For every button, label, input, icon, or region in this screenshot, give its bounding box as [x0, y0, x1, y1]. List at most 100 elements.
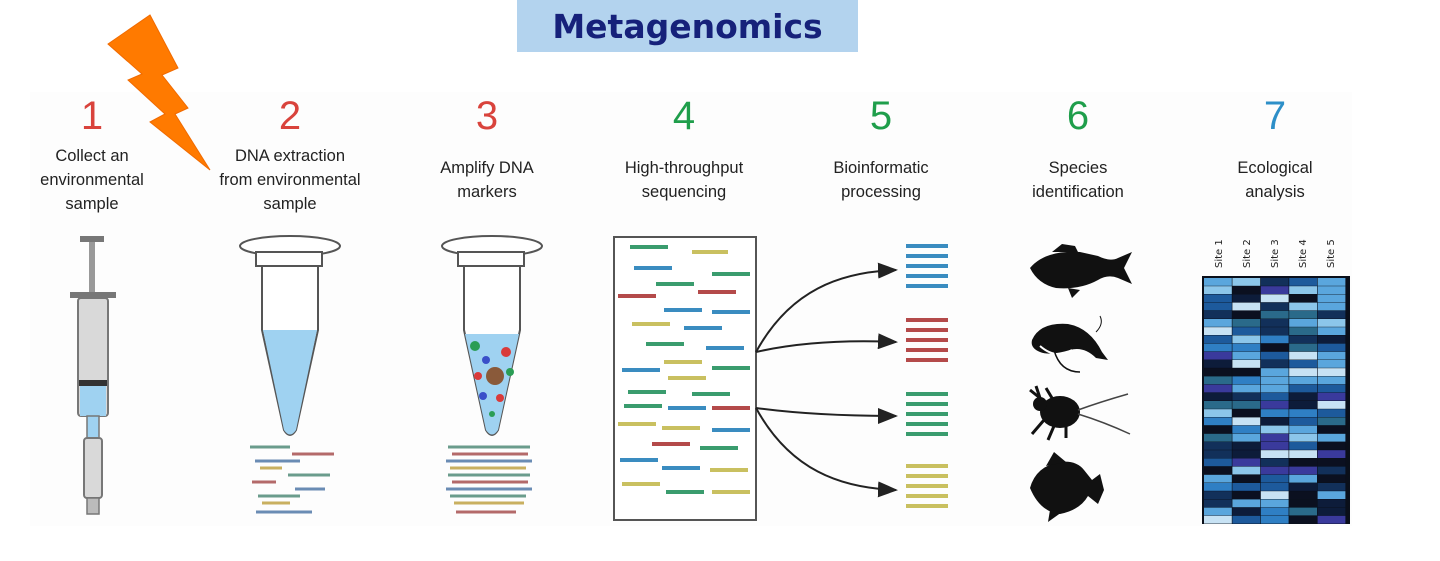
heatmap-cell [1232, 360, 1261, 368]
heatmap-cell [1204, 483, 1232, 491]
heatmap-cell [1289, 360, 1317, 368]
heatmap-cell [1232, 515, 1261, 524]
heatmap-cell [1317, 310, 1346, 319]
heatmap-cell [1204, 286, 1232, 294]
heatmap-cell [1260, 327, 1289, 335]
page-title: Metagenomics [552, 6, 823, 46]
heatmap-cell [1289, 442, 1317, 450]
heatmap-cell [1260, 442, 1289, 450]
heatmap-cell [1317, 450, 1346, 458]
heatmap-cell [1260, 286, 1289, 294]
heatmap-cell [1289, 507, 1317, 516]
heatmap-cell [1232, 417, 1261, 426]
heatmap-cell [1204, 450, 1232, 458]
heatmap-cell [1204, 491, 1232, 499]
lightning-bolt-icon [107, 14, 211, 171]
heatmap-cell [1204, 302, 1232, 311]
step-number: 5 [869, 94, 893, 138]
heatmap-cell [1260, 474, 1289, 483]
heatmap-cell [1204, 417, 1232, 426]
heatmap-cells [1204, 278, 1346, 524]
heatmap-cell [1317, 294, 1346, 303]
heatmap-cell [1232, 499, 1261, 508]
dna-fragments-icon [250, 445, 334, 514]
heatmap-cell [1232, 401, 1261, 409]
heatmap-cell [1232, 491, 1261, 499]
heatmap-column-labels: Site 1 Site 2 Site 3 Site 4 Site 5 [1214, 239, 1337, 268]
heatmap-cell [1260, 491, 1289, 499]
heatmap-cell [1260, 417, 1289, 426]
heatmap-cell [1204, 360, 1232, 368]
heatmap-cell [1232, 450, 1261, 458]
heatmap-cell [1232, 442, 1261, 450]
heatmap-cell [1289, 466, 1317, 475]
crab-icon [1029, 385, 1131, 441]
heatmap-cell [1204, 319, 1232, 327]
heatmap-column-label: Site 2 [1242, 239, 1253, 268]
heatmap-cell [1289, 425, 1317, 434]
amplified-fragments-icon [446, 445, 532, 514]
processing-arrows-icon [755, 262, 898, 498]
step-number: 4 [672, 94, 696, 138]
heatmap-cell [1289, 376, 1317, 385]
heatmap-cell [1260, 360, 1289, 368]
heatmap-cell [1289, 278, 1317, 286]
heatmap-cell [1317, 319, 1346, 327]
heatmap-cell [1317, 401, 1346, 409]
heatmap-cell [1289, 483, 1317, 491]
fish-icon [1030, 452, 1104, 522]
heatmap-cell [1260, 458, 1289, 467]
heatmap-cell [1260, 343, 1289, 352]
tube-extraction-icon [239, 235, 341, 436]
heatmap-cell [1289, 286, 1317, 294]
heatmap-cell [1289, 401, 1317, 409]
heatmap-cell [1232, 294, 1261, 303]
heatmap-cell [1232, 286, 1261, 294]
heatmap-cell [1260, 351, 1289, 360]
heatmap-cell [1317, 466, 1346, 475]
heatmap-cell [1317, 360, 1346, 368]
heatmap-cell [1289, 417, 1317, 426]
heatmap-cell [1232, 392, 1261, 401]
tube-amplification-icon [441, 235, 543, 436]
sequencing-panel-icon [613, 236, 757, 521]
heatmap-cell [1289, 335, 1317, 344]
heatmap-cell [1289, 302, 1317, 311]
heatmap-cell [1204, 351, 1232, 360]
heatmap-cell [1317, 343, 1346, 352]
syringe-icon [70, 236, 116, 515]
heatmap-cell [1260, 401, 1289, 409]
heatmap-cell [1204, 507, 1232, 516]
heatmap-cell [1289, 515, 1317, 524]
sequence-clusters-icon [906, 244, 948, 508]
heatmap-cell [1232, 483, 1261, 491]
heatmap-cell [1232, 425, 1261, 434]
heatmap-cell [1204, 425, 1232, 434]
heatmap-cell [1232, 409, 1261, 417]
heatmap-cell [1289, 499, 1317, 508]
heatmap-cell [1204, 458, 1232, 467]
heatmap-cell [1204, 294, 1232, 303]
heatmap-cell [1204, 327, 1232, 335]
heatmap-cell [1204, 466, 1232, 475]
heatmap-cell [1232, 319, 1261, 327]
heatmap-cell [1260, 310, 1289, 319]
heatmap-column-label: Site 1 [1214, 239, 1225, 268]
heatmap-cell [1289, 450, 1317, 458]
heatmap-cell [1260, 450, 1289, 458]
heatmap-cell [1289, 368, 1317, 376]
heatmap-cell [1317, 376, 1346, 385]
heatmap-cell [1204, 278, 1232, 286]
heatmap-cell [1232, 458, 1261, 467]
heatmap-cell [1289, 392, 1317, 401]
heatmap-cell [1260, 368, 1289, 376]
heatmap-cell [1232, 376, 1261, 385]
